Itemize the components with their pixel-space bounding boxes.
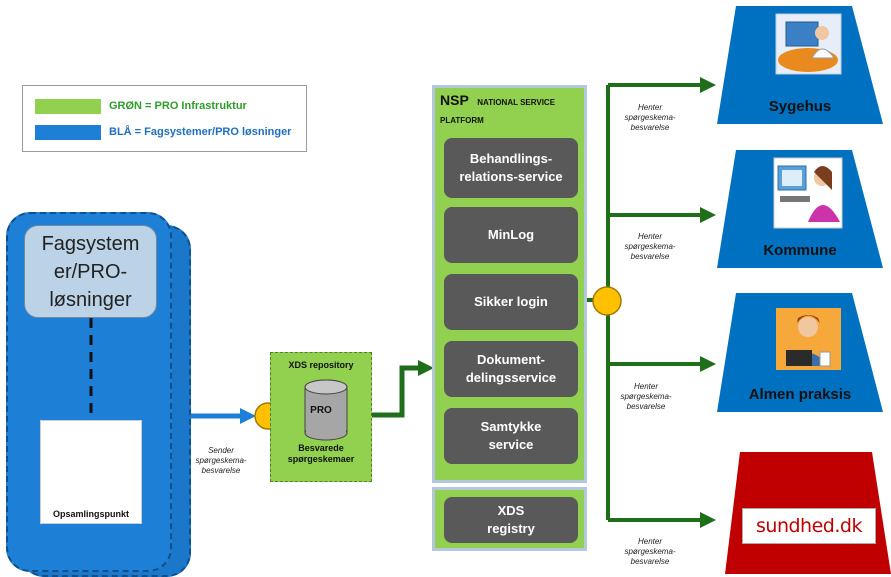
nsp-full-name: NATIONAL SERVICE PLATFORM	[440, 98, 556, 125]
service-sikker-login: Sikker login	[444, 274, 578, 330]
fetch-junction	[592, 286, 622, 316]
henter-note-almen: Henter spørgeskema-besvarelse	[620, 382, 672, 411]
destination-sundhed: sundhed.dk	[742, 508, 876, 544]
nsp-abbr: NSP	[440, 92, 469, 108]
henter-note-kommune: Henter spørgeskema-besvarelse	[624, 232, 676, 261]
fagsystem-connector	[89, 318, 93, 422]
fagsystem-title: Fagsystem er/PRO-løsninger	[24, 225, 157, 318]
nsp-header: NSP NATIONAL SERVICE PLATFORM	[440, 92, 585, 128]
server-card: Opsamlingspunkt	[40, 420, 142, 524]
destination-label-almen: Almen praksis	[748, 386, 852, 403]
doctor-icon	[775, 13, 842, 75]
database-label: PRO	[310, 405, 332, 416]
office-worker-icon	[773, 157, 843, 229]
sundhed-logo-text: sundhed.dk	[756, 515, 862, 537]
destination-almen-praksis: Almen praksis	[717, 386, 883, 408]
henter-note-sundhed: Henter spørgeskema-besvarelse	[624, 537, 676, 566]
gp-icon	[776, 308, 841, 370]
destination-label-kommune: Kommune	[763, 242, 837, 259]
legend-blue-swatch	[35, 125, 101, 140]
service-minlog: MinLog	[444, 207, 578, 263]
sender-note: Sender spørgeskema-besvarelse	[195, 446, 247, 475]
legend-blue-label: BLÅ = Fagsystemer/PRO løsninger	[109, 126, 292, 138]
server-label: Opsamlingspunkt	[52, 509, 129, 519]
legend-green-label: GRØN = PRO Infrastruktur	[109, 100, 247, 112]
service-samtykke: Samtykke service	[444, 408, 578, 464]
service-behandlingsrelation: Behandlings-relations-service	[444, 138, 578, 198]
xds-repository-caption: Besvarede spørgeskemaer	[287, 443, 355, 464]
service-dokumentdeling: Dokument-delingsservice	[444, 341, 578, 397]
database-cylinder	[304, 379, 348, 441]
legend-green-swatch	[35, 99, 101, 114]
xds-repository: XDS repository PRO Besvarede spørgeskema…	[270, 352, 372, 482]
legend: GRØN = PRO Infrastruktur BLÅ = Fagsystem…	[22, 85, 307, 152]
henter-note-sygehus: Henter spørgeskema-besvarelse	[624, 103, 676, 132]
destination-sygehus: Sygehus	[717, 98, 883, 120]
store-arrow	[370, 360, 434, 418]
destination-kommune: Kommune	[717, 242, 883, 264]
xds-registry: XDS registry	[444, 497, 578, 543]
destination-label-sygehus: Sygehus	[768, 98, 832, 115]
xds-repository-title: XDS repository	[288, 360, 354, 370]
